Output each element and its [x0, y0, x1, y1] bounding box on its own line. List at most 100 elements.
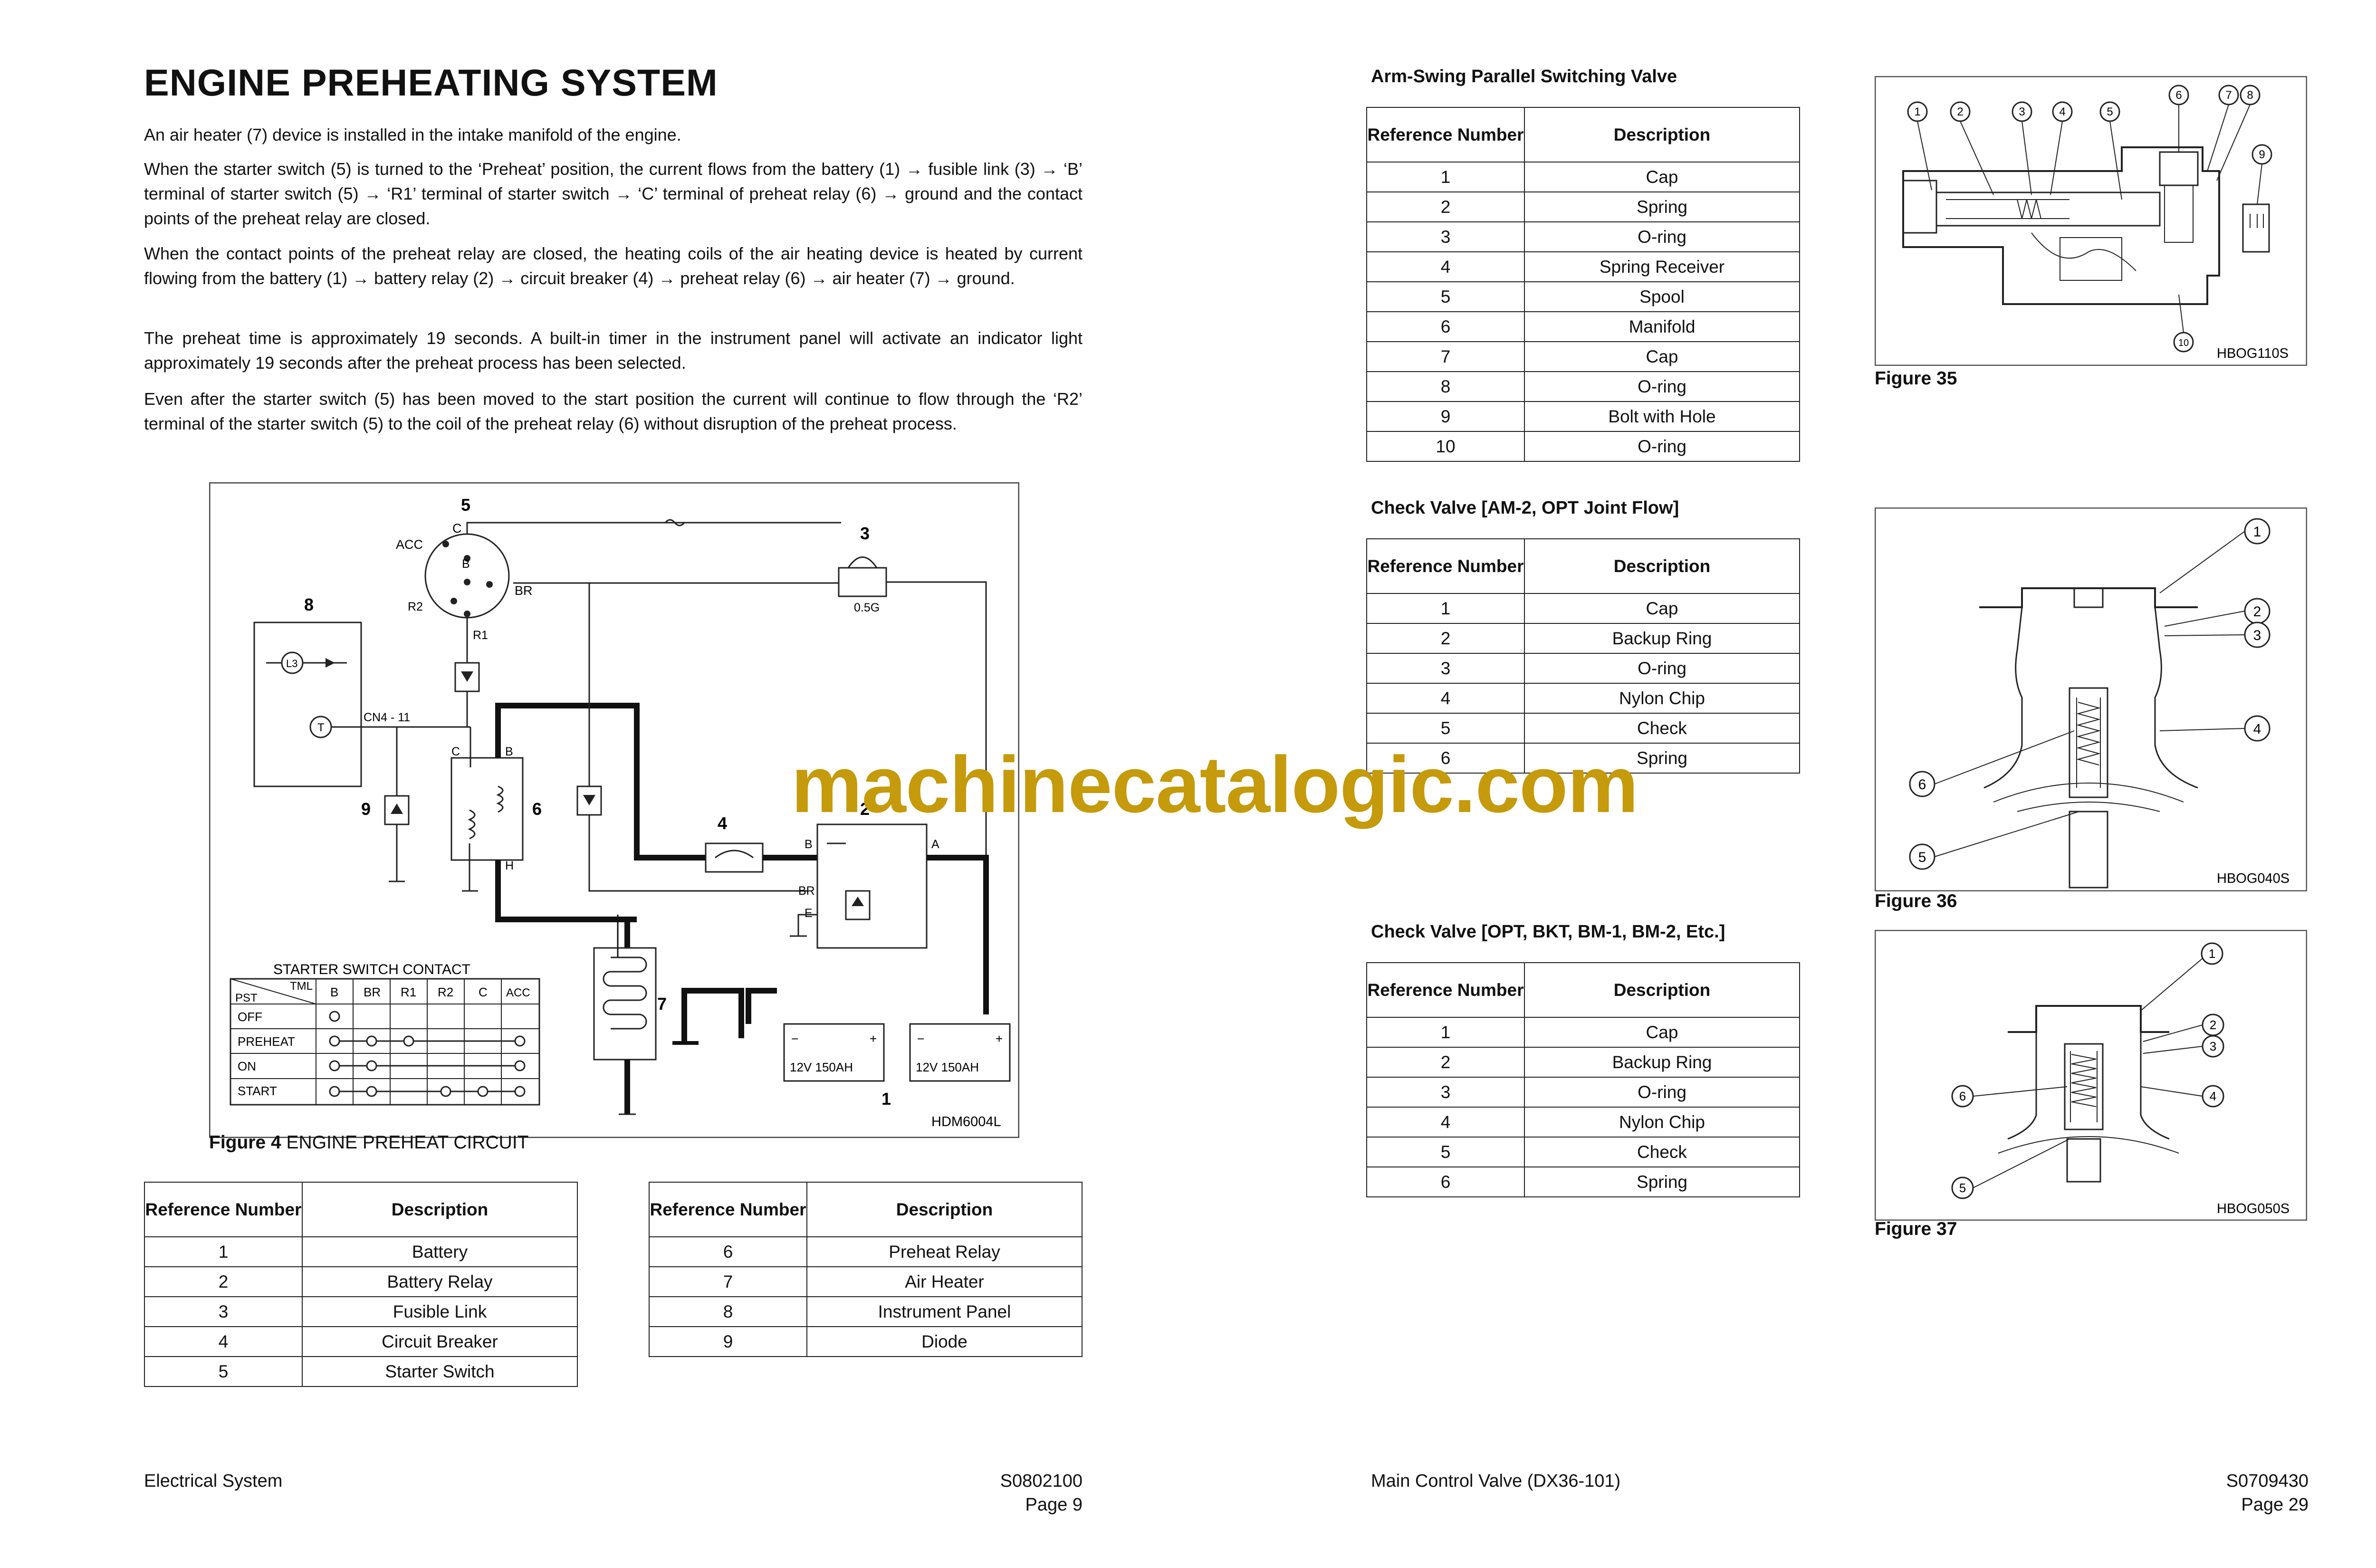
- callout-3: 3: [860, 524, 870, 543]
- paragraph-4: The preheat time is approximately 19 sec…: [144, 328, 1083, 373]
- fig36-callout-5: 5: [1918, 850, 1926, 865]
- fig36-callout-2: 2: [2253, 604, 2261, 620]
- section-title-arm-swing: Arm-Swing Parallel Switching Valve: [1371, 67, 1677, 86]
- fig37-callout-6: 6: [1959, 1089, 1966, 1103]
- battery-2-plus: +: [996, 1032, 1003, 1046]
- terminal-c: C: [452, 521, 462, 535]
- battery-2-minus: −: [917, 1032, 924, 1046]
- figure-36-drawing: 1 2 3 4 6 5 HBOG040S: [1875, 507, 2307, 891]
- timer-t: T: [317, 721, 325, 734]
- switch-col-r1: R1: [401, 985, 416, 999]
- fig37-callout-1: 1: [2209, 947, 2215, 961]
- battery-1-minus: −: [791, 1032, 798, 1046]
- preheat-circuit-diagram: 5 ACC C B R2 BR R1 3 0.5G 8 L3 T CN4 - 1…: [209, 482, 1019, 1138]
- callout-4: 4: [718, 813, 727, 833]
- switch-row-start: START: [238, 1084, 277, 1098]
- terminal-br: BR: [515, 583, 533, 598]
- fig35-callout-9: 9: [2259, 148, 2265, 161]
- fig37-callout-4: 4: [2210, 1089, 2216, 1103]
- fig36-callout-6: 6: [1918, 777, 1926, 793]
- switch-row-off: OFF: [238, 1010, 262, 1024]
- figure-36-label: Figure 36: [1875, 891, 1957, 911]
- fig37-callout-2: 2: [2210, 1018, 2216, 1032]
- switch-row-on: ON: [238, 1059, 256, 1073]
- callout-1: 1: [881, 1089, 891, 1109]
- terminal-b: B: [462, 557, 470, 571]
- callout-5: 5: [461, 495, 470, 515]
- connector-cn4: CN4 - 11: [364, 711, 410, 724]
- callout-8: 8: [304, 595, 314, 614]
- switch-table-tml: TML: [290, 980, 313, 993]
- diagram-code: HDM6004L: [931, 1114, 1001, 1129]
- indicator-l3: L3: [286, 658, 297, 669]
- relay-terminal-c: C: [451, 745, 460, 758]
- fig36-callout-1: 1: [2253, 524, 2261, 540]
- paragraph-3: When the contact points of the preheat r…: [144, 244, 1083, 288]
- callout-2: 2: [860, 799, 870, 819]
- page-title: ENGINE PREHEATING SYSTEM: [144, 61, 718, 104]
- fig36-callout-4: 4: [2253, 721, 2261, 737]
- battery-2-rating: 12V 150AH: [916, 1060, 979, 1074]
- watermark-text: machinecatalogic.com: [791, 740, 1638, 829]
- footer-page-right: Page 29: [2241, 1495, 2309, 1515]
- relay-terminal-h: H: [505, 859, 514, 872]
- fig37-code: HBOG050S: [2217, 1201, 2290, 1216]
- figure-37-drawing: 1 2 3 4 6 5 HBOG050S: [1875, 930, 2307, 1221]
- terminal-acc: ACC: [396, 537, 423, 552]
- footer-code-right: S0709430: [2226, 1471, 2309, 1491]
- switch-col-acc: ACC: [506, 986, 530, 999]
- callout-7: 7: [657, 994, 667, 1013]
- switch-col-c: C: [479, 985, 488, 999]
- batt-relay-a: A: [931, 838, 939, 851]
- batt-relay-e: E: [805, 907, 813, 920]
- footer-page-left: Page 9: [1025, 1495, 1083, 1515]
- fig35-callout-7: 7: [2225, 89, 2232, 102]
- paragraph-2: When the starter switch (5) is turned to…: [144, 159, 1083, 228]
- callout-6: 6: [532, 799, 542, 819]
- figure-4-caption: Figure 4 ENGINE PREHEAT CIRCUIT: [209, 1132, 529, 1153]
- relay-terminal-b: B: [505, 745, 513, 758]
- table-header-desc: Description: [302, 1182, 578, 1237]
- fig35-callout-4: 4: [2059, 105, 2065, 118]
- fusible-rating: 0.5G: [854, 601, 880, 614]
- switch-table-title: STARTER SWITCH CONTACT: [273, 962, 470, 977]
- fig35-code: HBOG110S: [2217, 346, 2289, 361]
- figure-37-label: Figure 37: [1875, 1219, 1957, 1239]
- fig35-callout-5: 5: [2107, 105, 2113, 118]
- paragraph-1: An air heater (7) device is installed in…: [144, 125, 681, 144]
- switch-table-pst: PST: [235, 992, 258, 1004]
- fig37-callout-3: 3: [2210, 1039, 2216, 1053]
- figure-35-label: Figure 35: [1875, 368, 1957, 389]
- table-header-desc: Description: [806, 1182, 1083, 1237]
- terminal-r1: R1: [473, 629, 488, 642]
- batt-relay-br: BR: [798, 884, 815, 898]
